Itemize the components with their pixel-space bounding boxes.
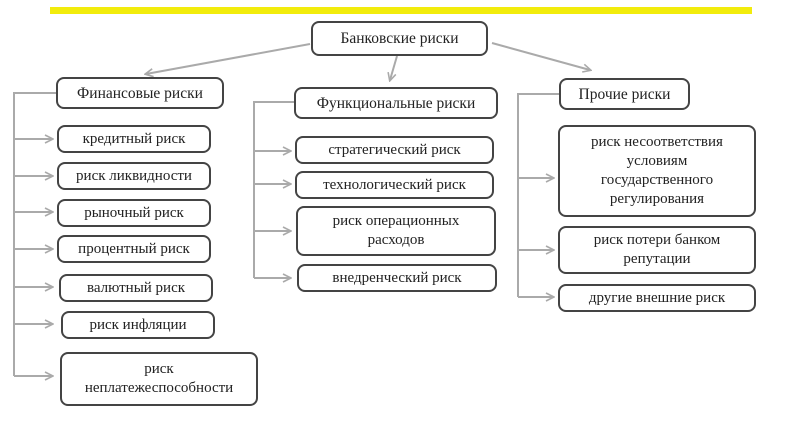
- risk-item: риск несоответствия условиям государстве…: [558, 125, 756, 217]
- root-label: Банковские риски: [340, 30, 459, 47]
- risk-item: валютный риск: [59, 274, 213, 302]
- category-other: Прочие риски: [559, 78, 690, 110]
- risk-item: риск операционных расходов: [296, 206, 496, 256]
- risk-item: процентный риск: [57, 235, 211, 263]
- category-financial: Финансовые риски: [56, 77, 224, 109]
- risk-item: кредитный риск: [57, 125, 211, 153]
- risk-item: риск инфляции: [61, 311, 215, 339]
- category-functional: Функциональные риски: [294, 87, 498, 119]
- risk-item: стратегический риск: [295, 136, 494, 164]
- risk-item: рыночный риск: [57, 199, 211, 227]
- risk-item: внедренческий риск: [297, 264, 497, 292]
- root-node: Банковские риски: [311, 21, 488, 56]
- category-label: Функциональные риски: [316, 94, 476, 112]
- risk-item: риск ликвидности: [57, 162, 211, 190]
- accent-bar: [50, 7, 752, 14]
- category-label: Прочие риски: [578, 85, 671, 103]
- risk-item: риск неплатежеспособности: [60, 352, 258, 406]
- risk-item: другие внешние риск: [558, 284, 756, 312]
- risk-item: риск потери банком репутации: [558, 226, 756, 274]
- category-label: Финансовые риски: [77, 84, 203, 102]
- risk-item: технологический риск: [295, 171, 494, 199]
